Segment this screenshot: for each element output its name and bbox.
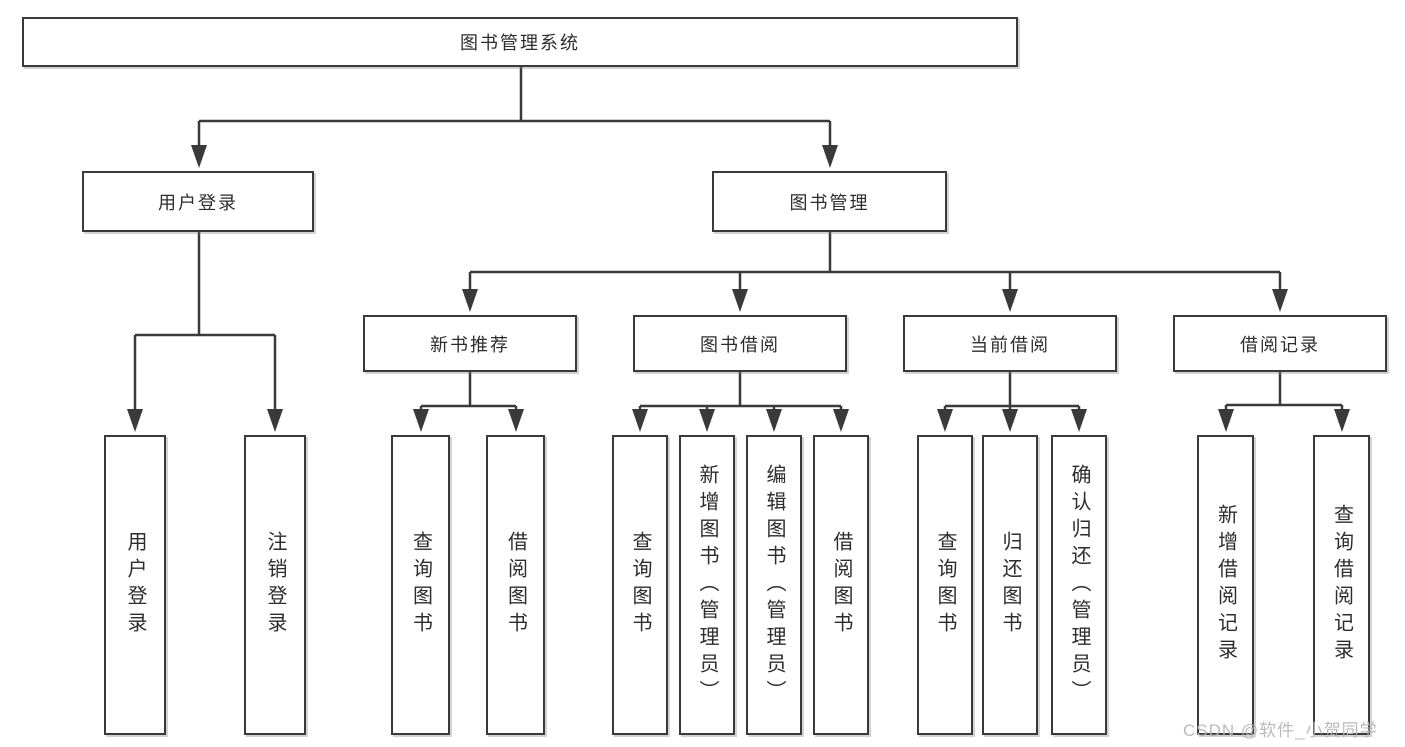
leaf-label: 查询图书 — [934, 531, 956, 639]
leaf-label: 编辑图书（管理员） — [763, 463, 785, 707]
leaf-label: 确认归还（管理员） — [1068, 463, 1090, 707]
csdn-watermark: CSDN @软件_小贺同学 — [1183, 721, 1378, 740]
leaf-borrow-books-recommend: 借阅图书 — [486, 435, 545, 735]
leaf-confirm-return-admin: 确认归还（管理员） — [1051, 435, 1107, 735]
leaf-add-book-admin: 新增图书（管理员） — [679, 435, 735, 735]
node-library-management-system: 图书管理系统 — [22, 17, 1018, 67]
node-label: 图书借阅 — [700, 334, 780, 355]
node-label: 图书管理系统 — [460, 33, 580, 53]
leaf-label: 查询借阅记录 — [1330, 504, 1353, 666]
leaf-return-book: 归还图书 — [982, 435, 1038, 735]
leaf-label: 用户登录 — [124, 531, 146, 639]
leaf-label: 借阅图书 — [504, 531, 527, 639]
leaf-label: 查询图书 — [409, 531, 432, 639]
node-book-management: 图书管理 — [712, 171, 947, 232]
leaf-borrow-books: 借阅图书 — [813, 435, 869, 735]
node-label: 当前借阅 — [970, 334, 1050, 355]
node-book-borrowing: 图书借阅 — [633, 315, 847, 372]
node-current-borrowing: 当前借阅 — [903, 315, 1117, 372]
leaf-query-books-current: 查询图书 — [917, 435, 973, 735]
leaf-query-borrow-record: 查询借阅记录 — [1313, 435, 1370, 735]
node-label: 用户登录 — [158, 192, 238, 213]
node-borrowing-records: 借阅记录 — [1173, 315, 1387, 372]
leaf-query-books-borrowing: 查询图书 — [612, 435, 668, 735]
leaf-query-books-recommend: 查询图书 — [391, 435, 450, 735]
node-new-book-recommend: 新书推荐 — [363, 315, 577, 372]
leaf-logout: 注销登录 — [244, 435, 306, 735]
leaf-label: 注销登录 — [264, 531, 286, 639]
leaf-label: 新增图书（管理员） — [696, 463, 718, 707]
leaf-label: 新增借阅记录 — [1214, 504, 1237, 666]
leaf-label: 查询图书 — [629, 531, 651, 639]
node-label: 借阅记录 — [1240, 334, 1320, 355]
leaf-add-borrow-record: 新增借阅记录 — [1197, 435, 1254, 735]
leaf-label: 借阅图书 — [830, 531, 852, 639]
node-user-login: 用户登录 — [82, 171, 314, 232]
node-label: 图书管理 — [789, 192, 870, 213]
leaf-label: 归还图书 — [999, 531, 1021, 639]
leaf-edit-book-admin: 编辑图书（管理员） — [746, 435, 802, 735]
leaf-user-login: 用户登录 — [104, 435, 166, 735]
node-label: 新书推荐 — [430, 334, 510, 355]
